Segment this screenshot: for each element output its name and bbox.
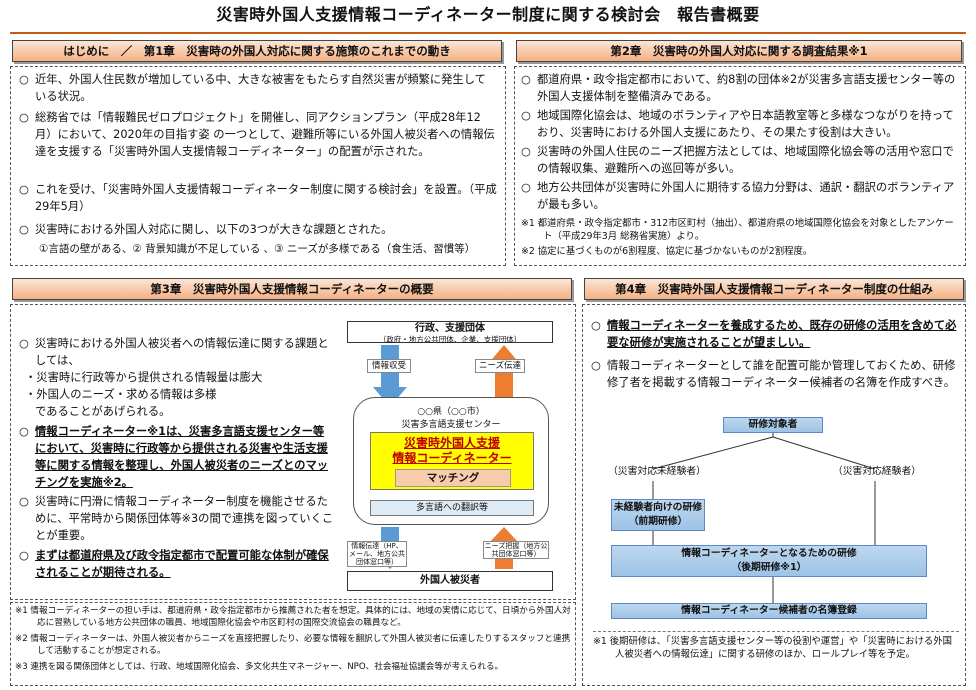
flow-registration: 情報コーディネーター候補者の名簿登録 (611, 603, 927, 619)
flow-pre-training-title: 未経験者向けの研修 (613, 502, 703, 513)
section3-item-4: ○まずは都道府県及び政令指定都市で配置可能な体制が確保されることが期待される。 (19, 549, 329, 579)
section4-item-1: ○情報コーディネーターを養成するため、既存の研修の活用を含めて必要な研修が実施さ… (591, 319, 957, 349)
arrow-label-needs: ニーズ伝達 (475, 359, 525, 373)
section3-item-2: ○情報コーディネーター※1は、災害多言語支援センター等において、災害時に行政等か… (19, 425, 329, 489)
diagram-government-title: 行政、支援団体 (415, 323, 485, 334)
section3-item-3: ○災害時に円滑に情報コーディネーター制度を機能させるために、平常時から関係団体等… (19, 495, 334, 542)
support-center-box: ○○県（○○市） 災害多言語支援センター 災害時外国人支援 情報コーディネーター… (353, 397, 549, 525)
section3-note-1: ※1 情報コーディネーターの担い手は、都道府県・政令指定都市から推薦された者を想… (15, 606, 571, 628)
section2-item-1: ○都道府県・政令指定都市において、約8割の団体※2が災害多言語支援センター等の外… (521, 73, 956, 103)
section2-item-3: ○災害時の外国人住民のニーズ把握方法としては、地域国際化協会等の活用や窓口での情… (521, 145, 954, 175)
section2-item-4: ○地方公共団体が災害時に外国人に期待する協力分野は、通訳・翻訳のボランティアが最… (521, 181, 955, 211)
section2-box: ○都道府県・政令指定都市において、約8割の団体※2が災害多言語支援センター等の外… (514, 66, 966, 266)
section3-note-2: ※2 情報コーディネーターは、外国人被災者からニーズを直接把握したり、必要な情報… (15, 634, 571, 656)
flow-pre-training-sub: （前期研修） (628, 516, 688, 527)
section3-bullet-2: ・外国人のニーズ・求める情報は多様 (25, 388, 217, 401)
flow-post-training: 情報コーディネーターとなるための研修 （後期研修※1） (611, 545, 927, 577)
coordinator-title-1: 災害時外国人支援 (403, 436, 500, 450)
section2-note-1: ※1 都道府県・政令指定都市・312市区町村（抽出）、都道府県の地域国際化協会を… (521, 218, 954, 242)
section3-box: ○災害時における外国人被災者への情報伝達に関する課題としては、 ・災害時に行政等… (10, 304, 576, 600)
section1-item-1: ○近年、外国人住民数が増加している中、大きな被害をもたらす自然災害が頻繁に発生し… (19, 73, 486, 103)
section2-header: 第2章 災害時の外国人対応に関する調査結果※1 (516, 40, 962, 62)
section3-bullet-1: ・災害時に行政等から提供される情報量は膨大 (25, 371, 263, 384)
section3-item-1: ○災害時における外国人被災者への情報伝達に関する課題としては、 (19, 337, 329, 367)
section2-note-2: ※2 協定に基づくものが6割程度、協定に基づかないものが2割程度。 (521, 246, 813, 257)
section1-header: はじめに ／ 第1章 災害時の外国人対応に関する施策のこれまでの動き (12, 40, 502, 62)
section3-notes-box: ※1 情報コーディネーターの担い手は、都道府県・政令指定都市から推薦された者を想… (10, 602, 576, 686)
page-title: 災害時外国人支援情報コーディネーター制度に関する検討会 報告書概要 (216, 5, 760, 24)
diagram-government-box: 行政、支援団体 （政府・地方公共団体、企業、支援団体） (347, 321, 553, 344)
flow-label-experienced: （災害対応経験者） (832, 466, 922, 477)
section1-item-2: ○総務省では「情報難民ゼロプロジェクト」を開催し、同アクションプラン（平成28年… (19, 111, 495, 158)
section4-item-2: ○情報コーディネーターとして誰を配置可能か管理しておくため、研修修了者を掲載する… (591, 359, 956, 389)
flow-pre-training: 未経験者向けの研修 （前期研修） (611, 499, 705, 531)
arrow-label-info: 情報収受 (367, 359, 411, 373)
section1-item-4: ○災害時における外国人対応に関し、以下の3つが大きな課題とされた。 (19, 223, 393, 236)
section3-header: 第3章 災害時外国人支援情報コーディネーターの概要 (12, 278, 572, 300)
arrow-label-needs-grasp: ニーズ把握（地方公共団体窓口等） (483, 541, 549, 559)
section3-note-3: ※3 連携を図る関係団体としては、行政、地域国際化協会、多文化共生マネージャー、… (15, 662, 504, 672)
diagram-government-sub: （政府・地方公共団体、企業、支援団体） (378, 335, 522, 344)
section4-box: ○情報コーディネーターを養成するため、既存の研修の活用を含めて必要な研修が実施さ… (582, 304, 966, 686)
flow-post-training-sub: （後期研修※1） (731, 562, 807, 573)
arrow-label-info-transfer: 情報伝達（HP、メール、地方公共団体窓口等） (347, 541, 407, 567)
section1-subitems: ①言語の壁がある、② 背景知識が不足している 、③ ニーズが多様である（食生活、… (39, 243, 476, 255)
section1-item-3: ○これを受け、「災害時外国人支援情報コーディネーター制度に関する検討会」を設置。… (19, 183, 497, 213)
flow-training-target: 研修対象者 (723, 417, 823, 433)
section4-header: 第4章 災害時外国人支援情報コーディネーター制度の仕組み (584, 278, 964, 300)
section1-box: ○近年、外国人住民数が増加している中、大きな被害をもたらす自然災害が頻繁に発生し… (10, 66, 506, 266)
matching-box: マッチング (395, 469, 511, 487)
training-flow-lines (652, 429, 876, 603)
section3-intro-end: であることがあげられる。 (35, 405, 171, 418)
flow-label-inexperienced: （災害対応未経験者） (608, 466, 706, 477)
diagram-foreign-victims-box: 外国人被災者 (347, 571, 553, 591)
coordinator-title-2: 情報コーディネーター (392, 451, 512, 465)
support-center-subtitle: 災害多言語支援センター (401, 420, 501, 430)
translation-box: 多言語への翻訳等 (370, 500, 534, 516)
section4-note: ※1 後期研修は、「災害多言語支援センター等の役割や運営」や「災害時における外国… (593, 631, 959, 661)
section2-item-2: ○地域国際化協会は、地域のボランティアや日本語教室等と多様なつながりを持っており… (521, 109, 954, 139)
support-center-title: ○○県（○○市） (417, 407, 485, 417)
coordinator-box: 災害時外国人支援 情報コーディネーター マッチング (370, 432, 534, 490)
title-underline (10, 32, 966, 34)
flow-post-training-title: 情報コーディネーターとなるための研修 (681, 548, 857, 559)
